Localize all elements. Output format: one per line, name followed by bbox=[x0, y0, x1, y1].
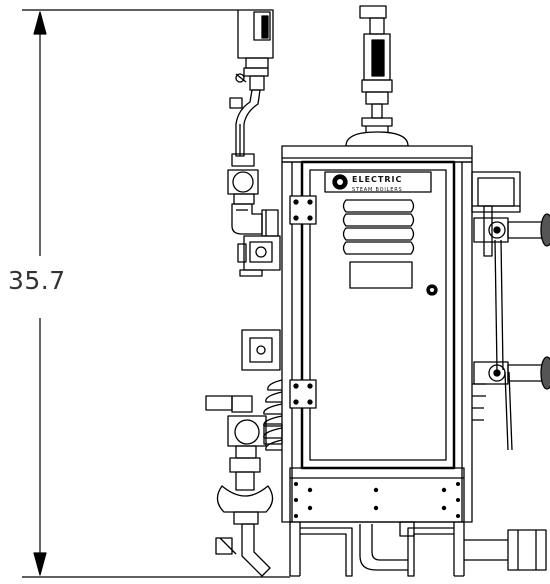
boiler-cabinet bbox=[281, 145, 473, 577]
dimension-arrow-top bbox=[33, 11, 47, 35]
nameplate-brand: ELECTRIC bbox=[352, 175, 403, 184]
skirt-panel bbox=[289, 467, 465, 523]
label-plate bbox=[349, 261, 413, 289]
nameplate-subtitle: STEAM BOILERS bbox=[352, 187, 403, 193]
dimension-line bbox=[22, 9, 290, 578]
door-hinge-bottom bbox=[289, 379, 317, 409]
lower-try-cock bbox=[473, 356, 550, 390]
upper-valve-knob bbox=[540, 213, 550, 247]
base-frame bbox=[289, 522, 353, 577]
left-pipe bbox=[227, 89, 279, 237]
lower-valve-knob bbox=[540, 356, 550, 390]
dimension-arrow-bottom bbox=[33, 552, 47, 576]
left-sight-valve bbox=[237, 235, 281, 277]
bottom-piping bbox=[359, 521, 547, 571]
steam-outlet bbox=[345, 5, 409, 147]
louvers bbox=[342, 199, 415, 255]
door-hinge-top bbox=[289, 195, 317, 225]
drain-handle bbox=[216, 485, 274, 513]
right-fins bbox=[472, 383, 486, 421]
right-control-box bbox=[471, 171, 521, 213]
gauge-glass bbox=[483, 205, 513, 451]
drain-assembly bbox=[205, 395, 283, 577]
motorized-valve bbox=[235, 9, 274, 91]
left-junction-box bbox=[241, 329, 281, 371]
nameplate bbox=[324, 171, 432, 193]
bottom-right-union bbox=[507, 529, 547, 571]
overall-height-dimension: 35.7 bbox=[8, 266, 66, 295]
upper-try-cock bbox=[473, 213, 550, 247]
